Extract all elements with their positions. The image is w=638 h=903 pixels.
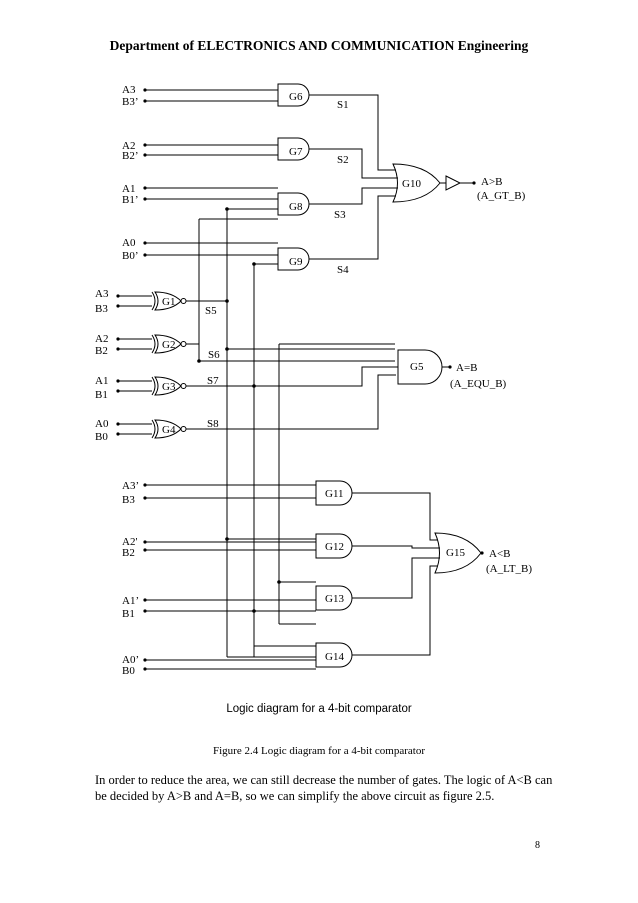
g9-input-a-label: A0	[122, 237, 136, 249]
eq-input-wires	[118, 295, 152, 435]
lt-output-wires	[352, 492, 440, 656]
gate-label-g9: G9	[289, 256, 303, 268]
signal-label-s3: S3	[334, 209, 346, 221]
lt-input-wires	[145, 484, 316, 670]
bus-junction-dots	[197, 207, 281, 613]
g14-input-b-label: B0	[122, 665, 135, 677]
g12-input-a-label: A2'	[122, 536, 137, 548]
signal-label-s5: S5	[205, 305, 217, 317]
g9-input-b-label: B0’	[122, 250, 139, 262]
signal-label-s8: S8	[207, 418, 219, 430]
gate-label-g13: G13	[325, 593, 344, 605]
page-number: 8	[535, 840, 540, 851]
or-gate-g10	[392, 163, 441, 203]
eq-output-dot	[448, 365, 452, 369]
gate-label-g12: G12	[325, 541, 344, 553]
lt-output-label: A<B	[489, 548, 510, 560]
gt-input-dots	[143, 88, 147, 257]
lt-input-dots	[143, 483, 147, 671]
signal-label-s1: S1	[337, 99, 349, 111]
diagram-caption: Logic diagram for a 4-bit comparator	[226, 703, 412, 715]
body-paragraph: In order to reduce the area, we can stil…	[95, 773, 553, 803]
gt-output-wires	[309, 94, 398, 260]
g14-input-a-label: A0’	[122, 654, 139, 666]
gate-label-g1: G1	[162, 296, 175, 308]
g8-input-b-label: B1’	[122, 194, 139, 206]
lt-output-name: (A_LT_B)	[486, 563, 532, 575]
signal-label-s2: S2	[337, 154, 349, 166]
g2-input-b-label: B2	[95, 345, 108, 357]
gate-label-g4: G4	[162, 424, 176, 436]
g3-input-b-label: B1	[95, 389, 108, 401]
comparator-logic-diagram: A3 B3’ A2 B2’ A1 B1’ A0 B0’ G6 G7 G8 G9 …	[95, 83, 532, 677]
gt-output-dot	[472, 181, 476, 185]
and-gate-g12	[315, 533, 353, 559]
gt-output-name: (A_GT_B)	[477, 190, 526, 202]
eq-output-name: (A_EQU_B)	[450, 378, 507, 390]
g8-input-a-label: A1	[122, 183, 135, 195]
and-gate-g11	[315, 480, 353, 506]
g13-input-a-label: A1’	[122, 595, 139, 607]
gate-label-g8: G8	[289, 201, 303, 213]
g7-input-b-label: B2’	[122, 150, 139, 162]
gate-label-g14: G14	[325, 651, 344, 663]
gate-label-g6: G6	[289, 91, 303, 103]
g1-input-b-label: B3	[95, 303, 108, 315]
gate-label-g5: G5	[410, 361, 424, 373]
g6-input-b-label: B3’	[122, 96, 139, 108]
and-gate-g6	[277, 83, 310, 107]
g1-input-a-label: A3	[95, 288, 109, 300]
and-gate-g5	[397, 349, 443, 385]
gate-label-g10: G10	[402, 178, 421, 190]
eq-input-dots	[116, 294, 120, 436]
page-header: Department of ELECTRONICS AND COMMUNICAT…	[109, 38, 529, 53]
and-gate-g9	[277, 247, 310, 271]
gt-input-wires	[145, 89, 278, 256]
g7-input-a-label: A2	[122, 140, 135, 152]
gate-label-g11: G11	[325, 488, 344, 500]
and-gate-g14	[315, 642, 353, 668]
eq-output-wires	[186, 300, 398, 430]
and-gate-g7	[277, 137, 310, 161]
g4-input-a-label: A0	[95, 418, 109, 430]
signal-label-s4: S4	[337, 264, 349, 276]
signal-label-s6: S6	[208, 349, 220, 361]
g4-input-b-label: B0	[95, 431, 108, 443]
g12-input-b-label: B2	[122, 547, 135, 559]
g3-input-a-label: A1	[95, 375, 108, 387]
or-gate-g15	[434, 532, 482, 574]
and-gate-g8	[277, 192, 310, 216]
g11-input-a-label: A3’	[122, 480, 139, 492]
and-gate-g13	[315, 585, 353, 611]
figure-caption: Figure 2.4 Logic diagram for a 4-bit com…	[213, 745, 425, 757]
gate-label-g7: G7	[289, 146, 303, 158]
gate-label-g3: G3	[162, 381, 176, 393]
eq-output-label: A=B	[456, 362, 477, 374]
gate-label-g15: G15	[446, 547, 465, 559]
g11-input-b-label: B3	[122, 494, 135, 506]
gate-label-g2: G2	[162, 339, 175, 351]
gt-output-label: A>B	[481, 176, 502, 188]
buffer-gate	[445, 175, 462, 191]
signal-label-s7: S7	[207, 375, 219, 387]
g2-input-a-label: A2	[95, 333, 108, 345]
g6-input-a-label: A3	[122, 84, 136, 96]
g13-input-b-label: B1	[122, 608, 135, 620]
signal-buses	[198, 208, 395, 657]
lt-output-dot	[480, 551, 484, 555]
